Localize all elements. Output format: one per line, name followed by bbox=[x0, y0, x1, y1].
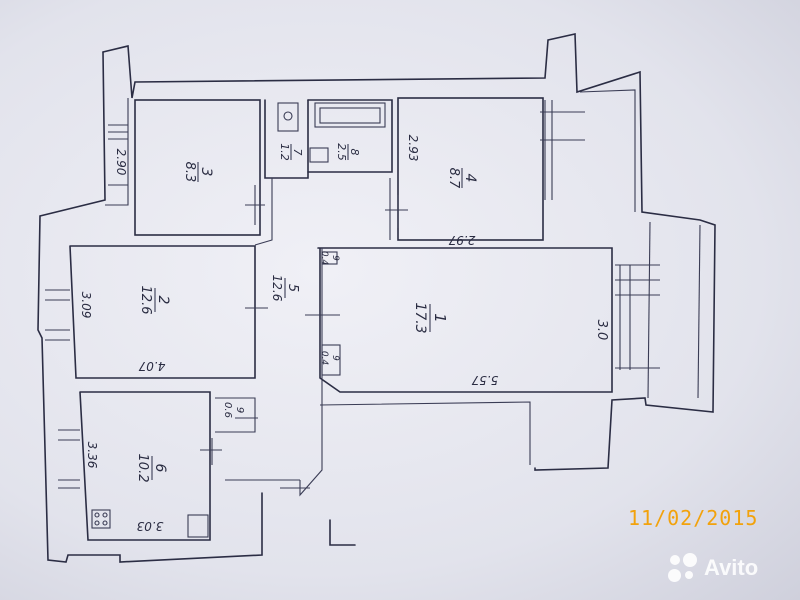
doors bbox=[200, 185, 408, 489]
svg-text:12.6: 12.6 bbox=[138, 286, 153, 315]
watermark-brand-text: Avito bbox=[704, 555, 759, 580]
room-1-walls bbox=[317, 247, 613, 393]
svg-text:0.4: 0.4 bbox=[319, 351, 329, 366]
room-3-walls bbox=[134, 99, 261, 236]
room-labels: 3 8.3 2.90 4 8.7 2.93 2.97 7 1.2 8 2.5 2… bbox=[79, 135, 609, 533]
room-6-label: 6 10.2 bbox=[135, 454, 168, 483]
svg-text:0.6: 0.6 bbox=[222, 402, 233, 418]
room-4-walls bbox=[397, 97, 544, 241]
svg-text:0.4: 0.4 bbox=[319, 251, 329, 266]
svg-text:9: 9 bbox=[234, 407, 245, 413]
svg-text:2.5: 2.5 bbox=[335, 143, 348, 161]
svg-text:1.2: 1.2 bbox=[278, 143, 291, 161]
room-4-label: 4 8.7 bbox=[446, 168, 478, 189]
room-4-width: 2.93 bbox=[406, 135, 420, 162]
svg-text:5: 5 bbox=[285, 284, 300, 292]
room-3-label: 3 8.3 bbox=[182, 162, 214, 183]
date-stamp: 11/02/2015 bbox=[628, 506, 759, 530]
room-3-width: 2.90 bbox=[114, 149, 128, 176]
windows bbox=[45, 100, 660, 489]
svg-text:3: 3 bbox=[198, 168, 214, 177]
room-6-walls bbox=[79, 391, 211, 541]
room-2-walls bbox=[69, 245, 256, 379]
room-6-width: 3.36 bbox=[85, 442, 99, 469]
svg-text:9: 9 bbox=[330, 355, 340, 361]
svg-text:12.6: 12.6 bbox=[270, 275, 284, 302]
closet-9-hall-label: 9 0.6 bbox=[222, 402, 245, 418]
svg-text:1: 1 bbox=[431, 313, 449, 323]
closet-9-upper-label: 9 0.4 bbox=[319, 251, 340, 266]
svg-text:8.3: 8.3 bbox=[182, 162, 197, 183]
room-2-label: 2 12.6 bbox=[138, 286, 171, 315]
toilet-icon bbox=[277, 102, 299, 132]
bathtub-icon bbox=[314, 102, 386, 128]
room-1-length: 5.57 bbox=[471, 373, 498, 387]
svg-text:10.2: 10.2 bbox=[135, 454, 150, 483]
interior-walls bbox=[69, 97, 613, 541]
svg-text:2: 2 bbox=[155, 296, 171, 305]
svg-text:8: 8 bbox=[348, 149, 361, 156]
room-2-width: 3.09 bbox=[79, 292, 93, 319]
avito-watermark: Avito bbox=[668, 553, 758, 583]
svg-text:4: 4 bbox=[462, 174, 478, 183]
room-8-label: 8 2.5 bbox=[335, 143, 361, 161]
fixtures bbox=[91, 102, 386, 538]
avito-logo-icon bbox=[668, 553, 698, 583]
closet-9-lower-label: 9 0.4 bbox=[319, 351, 340, 366]
room-1-width: 3.0 bbox=[594, 320, 609, 341]
svg-text:17.3: 17.3 bbox=[412, 302, 428, 333]
sink-icon bbox=[309, 147, 329, 163]
stove-icon bbox=[91, 509, 111, 529]
room-5-label: 5 12.6 bbox=[270, 275, 300, 302]
outer-walls bbox=[37, 33, 716, 563]
svg-text:9: 9 bbox=[330, 255, 340, 261]
room-2-length: 4.07 bbox=[138, 359, 165, 373]
room-7-label: 7 1.2 bbox=[278, 143, 304, 161]
room-4-length: 2.97 bbox=[448, 233, 475, 247]
room-1-label: 1 17.3 bbox=[412, 302, 449, 333]
room-6-length: 3.03 bbox=[137, 519, 164, 533]
kitchen-sink-icon bbox=[187, 514, 209, 538]
svg-text:7: 7 bbox=[291, 149, 304, 156]
svg-text:8.7: 8.7 bbox=[446, 168, 461, 189]
svg-text:6: 6 bbox=[152, 464, 168, 473]
